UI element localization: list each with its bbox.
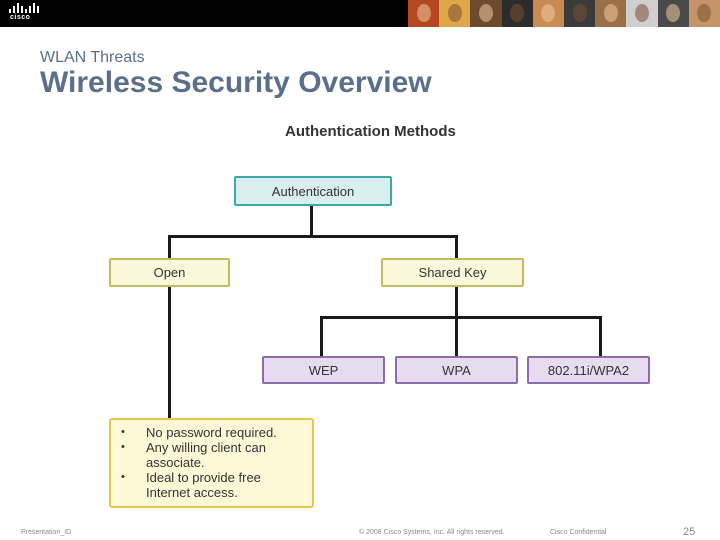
wpa-label: WPA xyxy=(442,362,471,378)
header-photo xyxy=(470,0,502,27)
person-icon xyxy=(572,4,587,22)
connector-wpa-down xyxy=(455,316,458,356)
person-icon xyxy=(541,4,556,22)
open-label: Open xyxy=(153,265,186,280)
note-item: No password required. xyxy=(121,425,304,440)
connector-open-down xyxy=(168,235,171,258)
footer-copyright: © 2008 Cisco Systems, Inc. All rights re… xyxy=(359,529,505,536)
footer-presentation-id: Presentation_ID xyxy=(21,529,72,536)
shared-key-label: Shared Key xyxy=(418,265,487,280)
person-icon xyxy=(447,4,462,22)
open-notes-list: No password required. Any willing client… xyxy=(121,425,304,500)
person-icon xyxy=(416,4,431,22)
person-icon xyxy=(510,4,525,22)
header-photo xyxy=(408,0,440,27)
header-photo xyxy=(688,0,720,27)
person-icon xyxy=(635,4,650,22)
wpa-node: WPA xyxy=(395,356,518,384)
wpa2-node: 802.11i/WPA2 xyxy=(527,356,650,384)
header-photo-strip xyxy=(408,0,720,27)
connector-level1-bar xyxy=(168,235,458,238)
cisco-logo: cisco xyxy=(8,3,42,23)
connector-shared-to-level2 xyxy=(455,287,458,317)
connector-level2-bar xyxy=(320,316,602,319)
page-number: 25 xyxy=(683,526,696,538)
header-bar: cisco xyxy=(0,0,720,27)
header-photo xyxy=(439,0,471,27)
person-icon xyxy=(479,4,493,22)
header-photo xyxy=(532,0,565,27)
connector-open-to-notes xyxy=(168,287,171,418)
note-item: Ideal to provide free Internet access. xyxy=(121,470,304,500)
note-item: Any willing client can associate. xyxy=(121,440,304,470)
person-icon xyxy=(697,4,712,22)
wep-node: WEP xyxy=(262,356,385,384)
open-node: Open xyxy=(109,258,230,287)
connector-wep-down xyxy=(320,316,323,356)
logo-text: cisco xyxy=(10,14,31,21)
connector-root-down xyxy=(310,206,313,236)
person-icon xyxy=(603,4,618,22)
shared-key-node: Shared Key xyxy=(381,258,524,287)
person-icon xyxy=(666,4,681,22)
slide-title: Wireless Security Overview xyxy=(40,66,432,99)
header-photo xyxy=(657,0,689,27)
wep-label: WEP xyxy=(308,362,339,378)
authentication-node: Authentication xyxy=(234,176,392,206)
header-photo xyxy=(626,0,658,27)
connector-shared-down xyxy=(455,235,458,258)
diagram-title: Authentication Methods xyxy=(285,123,456,140)
footer-confidential: Cisco Confidential xyxy=(550,529,607,536)
connector-wpa2-down xyxy=(599,316,602,356)
wpa2-label: 802.11i/WPA2 xyxy=(547,362,630,378)
header-photo xyxy=(501,0,533,27)
authentication-label: Authentication xyxy=(271,183,355,199)
slide-subtitle: WLAN Threats xyxy=(40,49,145,66)
header-photo xyxy=(595,0,627,27)
open-notes-box: No password required. Any willing client… xyxy=(109,418,314,508)
header-photo xyxy=(564,0,596,27)
cisco-bars-icon xyxy=(9,3,39,13)
